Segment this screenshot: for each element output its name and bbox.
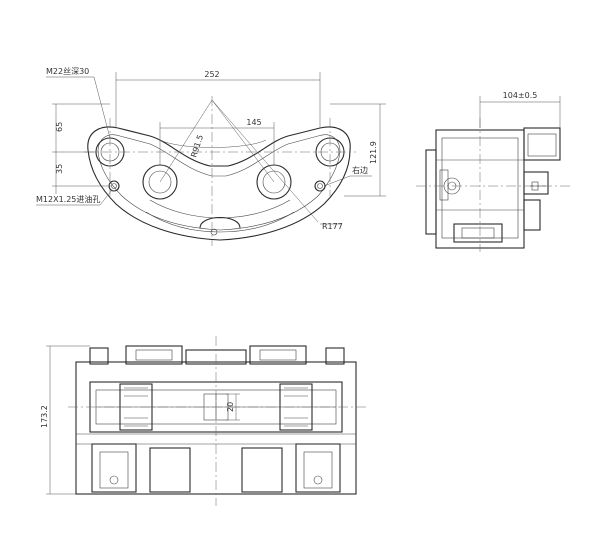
dim-65: 65 bbox=[55, 122, 64, 132]
dim-173: 173.2 bbox=[40, 405, 49, 428]
dim-121: 121.9 bbox=[369, 141, 378, 164]
top-view: 20 173.2 bbox=[40, 336, 366, 506]
radius-91: R91.5 bbox=[189, 134, 205, 159]
dim-35: 35 bbox=[55, 164, 64, 174]
label-right: 右边 bbox=[352, 165, 368, 175]
side-view: 104±0.5 bbox=[416, 91, 570, 252]
front-view: 252 145 R91.5 65 35 121.9 M22丝深30 M12X1.… bbox=[36, 66, 386, 246]
dim-252: 252 bbox=[204, 70, 219, 79]
dim-104: 104±0.5 bbox=[503, 91, 538, 100]
radius-177: R177 bbox=[322, 222, 343, 231]
label-m22: M22丝深30 bbox=[46, 66, 89, 76]
dim-145: 145 bbox=[246, 118, 261, 127]
label-m12: M12X1.25进油孔 bbox=[36, 194, 100, 204]
dim-20: 20 bbox=[226, 402, 235, 412]
